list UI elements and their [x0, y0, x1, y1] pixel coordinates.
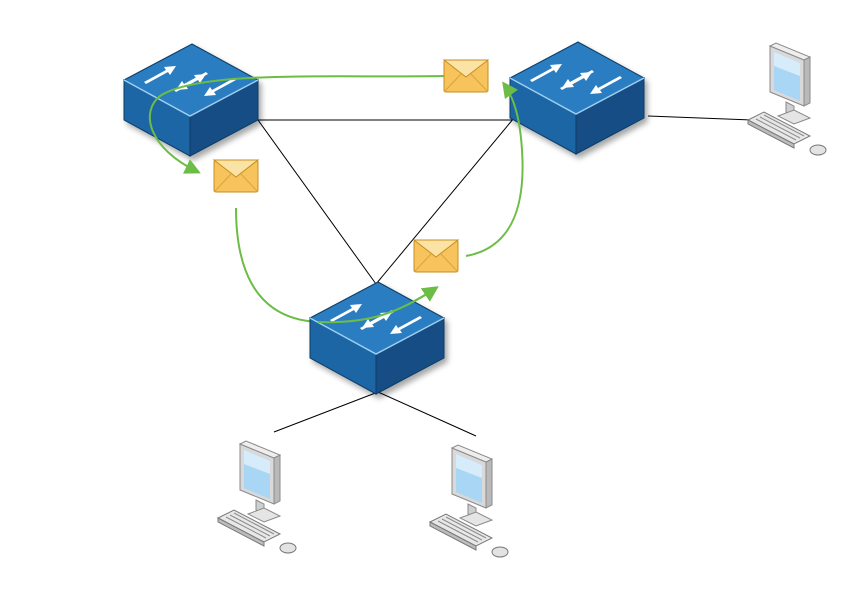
network-switch-icon — [309, 281, 445, 395]
pc-1 — [747, 42, 827, 156]
envelope-a-to-c — [213, 159, 259, 193]
network-switch-icon — [509, 41, 645, 155]
envelope-c-to-b — [413, 239, 459, 273]
pc-3 — [429, 444, 509, 558]
link-switch-b-switch-c — [375, 117, 515, 285]
link-switch-c-pc-3 — [377, 391, 477, 437]
envelope-icon — [413, 239, 459, 273]
flow-arrow-b-to-a — [148, 75, 445, 174]
switch-b — [509, 41, 645, 155]
desktop-computer-icon — [429, 444, 509, 558]
network-switch-icon — [123, 43, 259, 157]
desktop-computer-icon — [747, 42, 827, 156]
links — [257, 115, 753, 437]
switch-a — [123, 43, 259, 157]
envelope-icon — [443, 59, 489, 93]
flow-arrow-a-to-c-overlay — [317, 286, 439, 324]
pc-2 — [217, 440, 297, 554]
envelope-b-to-a — [443, 59, 489, 93]
switch-c — [309, 281, 445, 395]
desktop-computer-icon — [217, 440, 297, 554]
link-switch-a-switch-c — [257, 119, 377, 285]
link-switch-b-pc-1 — [647, 115, 753, 121]
envelope-icon — [213, 159, 259, 193]
link-switch-c-pc-2 — [273, 391, 379, 433]
flow-arrow-c-to-b — [465, 81, 524, 257]
